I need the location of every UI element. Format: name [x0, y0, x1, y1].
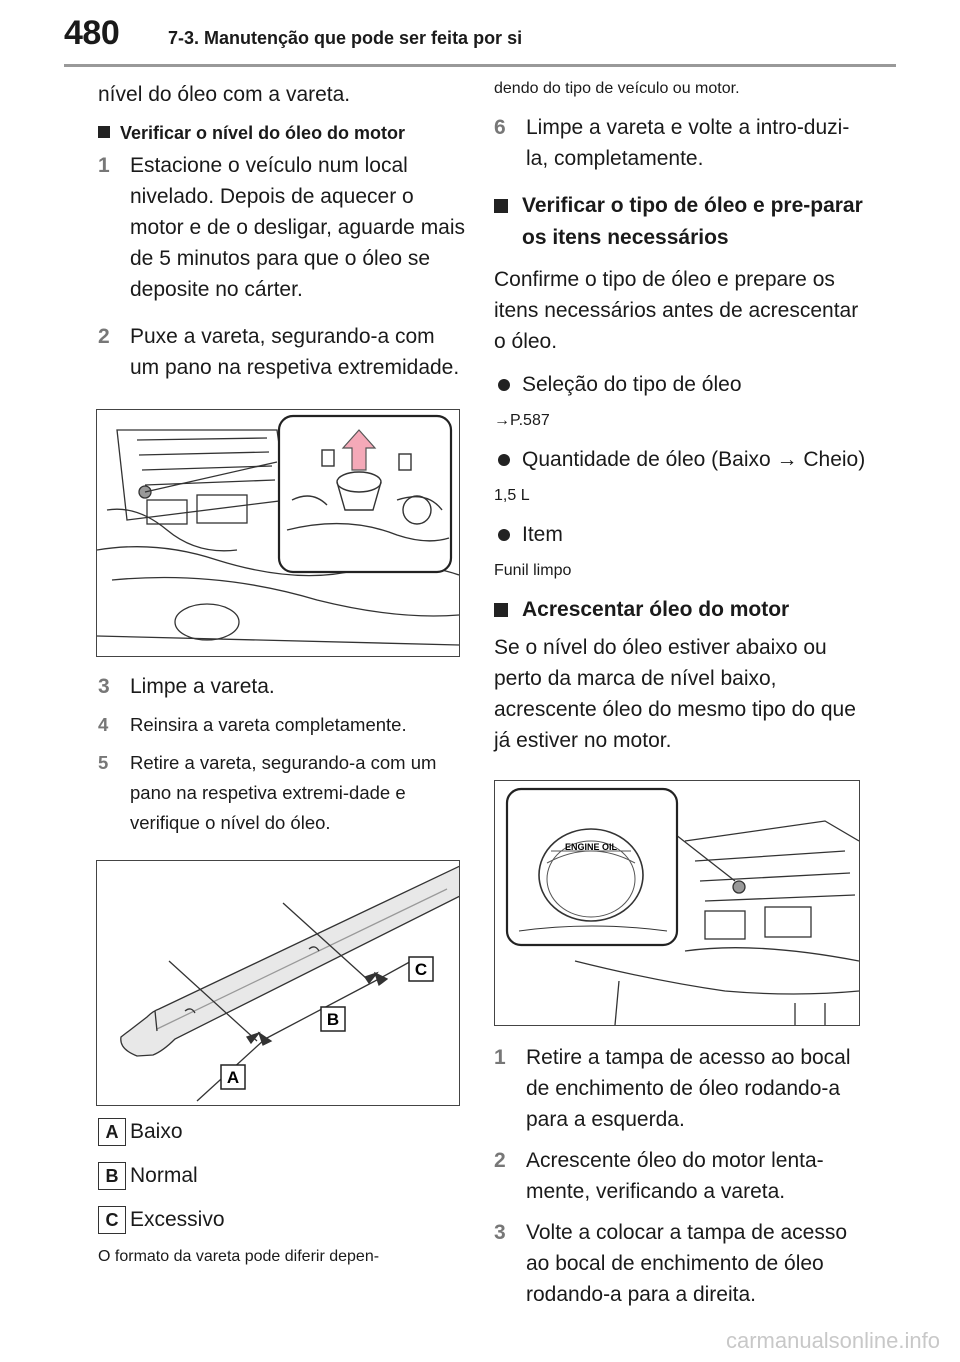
- bullet-oil-quantity: Quantidade de óleo (Baixo → Cheio): [494, 444, 866, 475]
- engine-oil-cap-label: ENGINE OIL: [565, 842, 618, 852]
- square-bullet-icon: [494, 603, 508, 617]
- intro-text: Confirme o tipo de óleo e prepare os ite…: [494, 268, 859, 353]
- step-text: Retire a vareta, segurando-a com um pano…: [130, 752, 437, 833]
- quantity-value: 1,5 L: [494, 487, 530, 504]
- bullet-oil-type: Seleção do tipo de óleo: [494, 369, 866, 400]
- section-heading: Acrescentar óleo do motor: [494, 594, 866, 626]
- bullet-text: Quantidade de óleo (Baixo → Cheio): [522, 448, 866, 471]
- bullet-dot-icon: [498, 454, 510, 466]
- step-5: 5 Retire a vareta, segurando-a com um pa…: [98, 748, 466, 838]
- svg-text:C: C: [415, 960, 427, 979]
- step-number: 1: [98, 154, 110, 177]
- header-divider: [64, 64, 896, 67]
- svg-text:B: B: [327, 1010, 339, 1029]
- note-text: O formato da vareta pode diferir depen-: [98, 1248, 380, 1265]
- square-bullet-icon: [98, 126, 110, 138]
- step-fill-1: 1 Retire a tampa de acesso ao bocal de e…: [494, 1042, 866, 1135]
- heading-text: Acrescentar óleo do motor: [522, 598, 790, 621]
- step-1: 1 Estacione o veículo num local nivelado…: [98, 150, 466, 305]
- bullet-item: Item: [494, 519, 866, 550]
- watermark: carmanualsonline.info: [725, 1328, 940, 1353]
- step-fill-3: 3 Volte a colocar a tampa de acesso ao b…: [494, 1217, 866, 1310]
- svg-text:A: A: [227, 1068, 239, 1087]
- dipstick-level-figure: A B C: [96, 860, 460, 1106]
- bullet-text: Item: [522, 523, 563, 546]
- legend-label: Baixo: [130, 1120, 183, 1143]
- bullet-dot-icon: [498, 529, 510, 541]
- detail-inset: [277, 414, 453, 574]
- step-number: 3: [494, 1221, 506, 1244]
- section-heading: Verificar o nível do óleo do motor: [98, 120, 466, 146]
- bullet-dot-icon: [498, 379, 510, 391]
- step-number: 2: [98, 325, 110, 348]
- step-text: Puxe a vareta, segurando-a com um pano n…: [130, 325, 460, 379]
- intro-text: Se o nível do óleo estiver abaixo ou per…: [494, 636, 856, 752]
- legend-excessive: C Excessivo: [98, 1206, 466, 1240]
- legend-key: B: [98, 1162, 126, 1190]
- label-a: A: [220, 1064, 246, 1090]
- step-text: Limpe a vareta e volte a intro-duzi-la, …: [526, 116, 850, 170]
- legend-key: A: [98, 1118, 126, 1146]
- step-text: Reinsira a vareta completamente.: [130, 714, 407, 735]
- heading-text: Verificar o nível do óleo do motor: [120, 123, 406, 143]
- label-b: B: [320, 1006, 346, 1032]
- oil-cap-figure: ENGINE OIL: [494, 780, 860, 1026]
- engine-illustration: [97, 414, 459, 646]
- legend-low: A Baixo: [98, 1118, 466, 1152]
- label-c: C: [408, 956, 434, 982]
- legend-key: C: [98, 1206, 126, 1234]
- page-reference: →P.587: [494, 412, 550, 429]
- step-3: 3 Limpe a vareta.: [98, 671, 466, 702]
- step-4: 4 Reinsira a vareta completamente.: [98, 710, 466, 740]
- step-number: 1: [494, 1046, 506, 1069]
- step-text: Retire a tampa de acesso ao bocal de enc…: [526, 1046, 851, 1131]
- step-number: 5: [98, 752, 109, 773]
- oil-cap-illustration: ENGINE OIL: [505, 787, 859, 1025]
- cap-detail-inset: ENGINE OIL: [505, 787, 679, 947]
- legend-normal: B Normal: [98, 1162, 466, 1196]
- dipstick-illustration: A B C: [120, 865, 459, 1102]
- engine-dipstick-figure: [96, 409, 460, 657]
- heading-text: Verificar o tipo de óleo e pre-parar os …: [522, 194, 863, 249]
- step-2: 2 Puxe a vareta, segurando-a com um pano…: [98, 321, 466, 383]
- page-number: 480: [64, 14, 120, 52]
- step-number: 6: [494, 116, 506, 139]
- step-text: Limpe a vareta.: [130, 675, 275, 698]
- step-text: Acrescente óleo do motor lenta-mente, ve…: [526, 1149, 824, 1203]
- section-title: 7-3. Manutenção que pode ser feita por s…: [168, 28, 523, 48]
- step-number: 2: [494, 1149, 506, 1172]
- step-text: Volte a colocar a tampa de acesso ao boc…: [526, 1221, 848, 1306]
- step-number: 3: [98, 675, 110, 698]
- legend-label: Normal: [130, 1164, 198, 1187]
- step-number: 4: [98, 714, 109, 735]
- bullet-text: Seleção do tipo de óleo: [522, 373, 742, 396]
- lead-text: nível do óleo com a vareta.: [98, 83, 351, 106]
- section-heading: Verificar o tipo de óleo e pre-parar os …: [494, 190, 866, 254]
- item-value: Funil limpo: [494, 562, 572, 579]
- square-bullet-icon: [494, 199, 508, 213]
- left-column: nível do óleo com a vareta. Verificar o …: [96, 76, 466, 1268]
- right-column: dendo do tipo de veículo ou motor. 6 Lim…: [494, 76, 866, 1310]
- page-header: 480 7-3. Manutenção que pode ser feita p…: [0, 0, 960, 70]
- step-6: 6 Limpe a vareta e volte a intro-duzi-la…: [494, 112, 866, 174]
- step-fill-2: 2 Acrescente óleo do motor lenta-mente, …: [494, 1145, 866, 1207]
- pull-up-arrow-icon: [341, 429, 377, 471]
- legend-label: Excessivo: [130, 1208, 225, 1231]
- note-text-continued: dendo do tipo de veículo ou motor.: [494, 80, 740, 97]
- step-text: Estacione o veículo num local nivelado. …: [130, 154, 466, 301]
